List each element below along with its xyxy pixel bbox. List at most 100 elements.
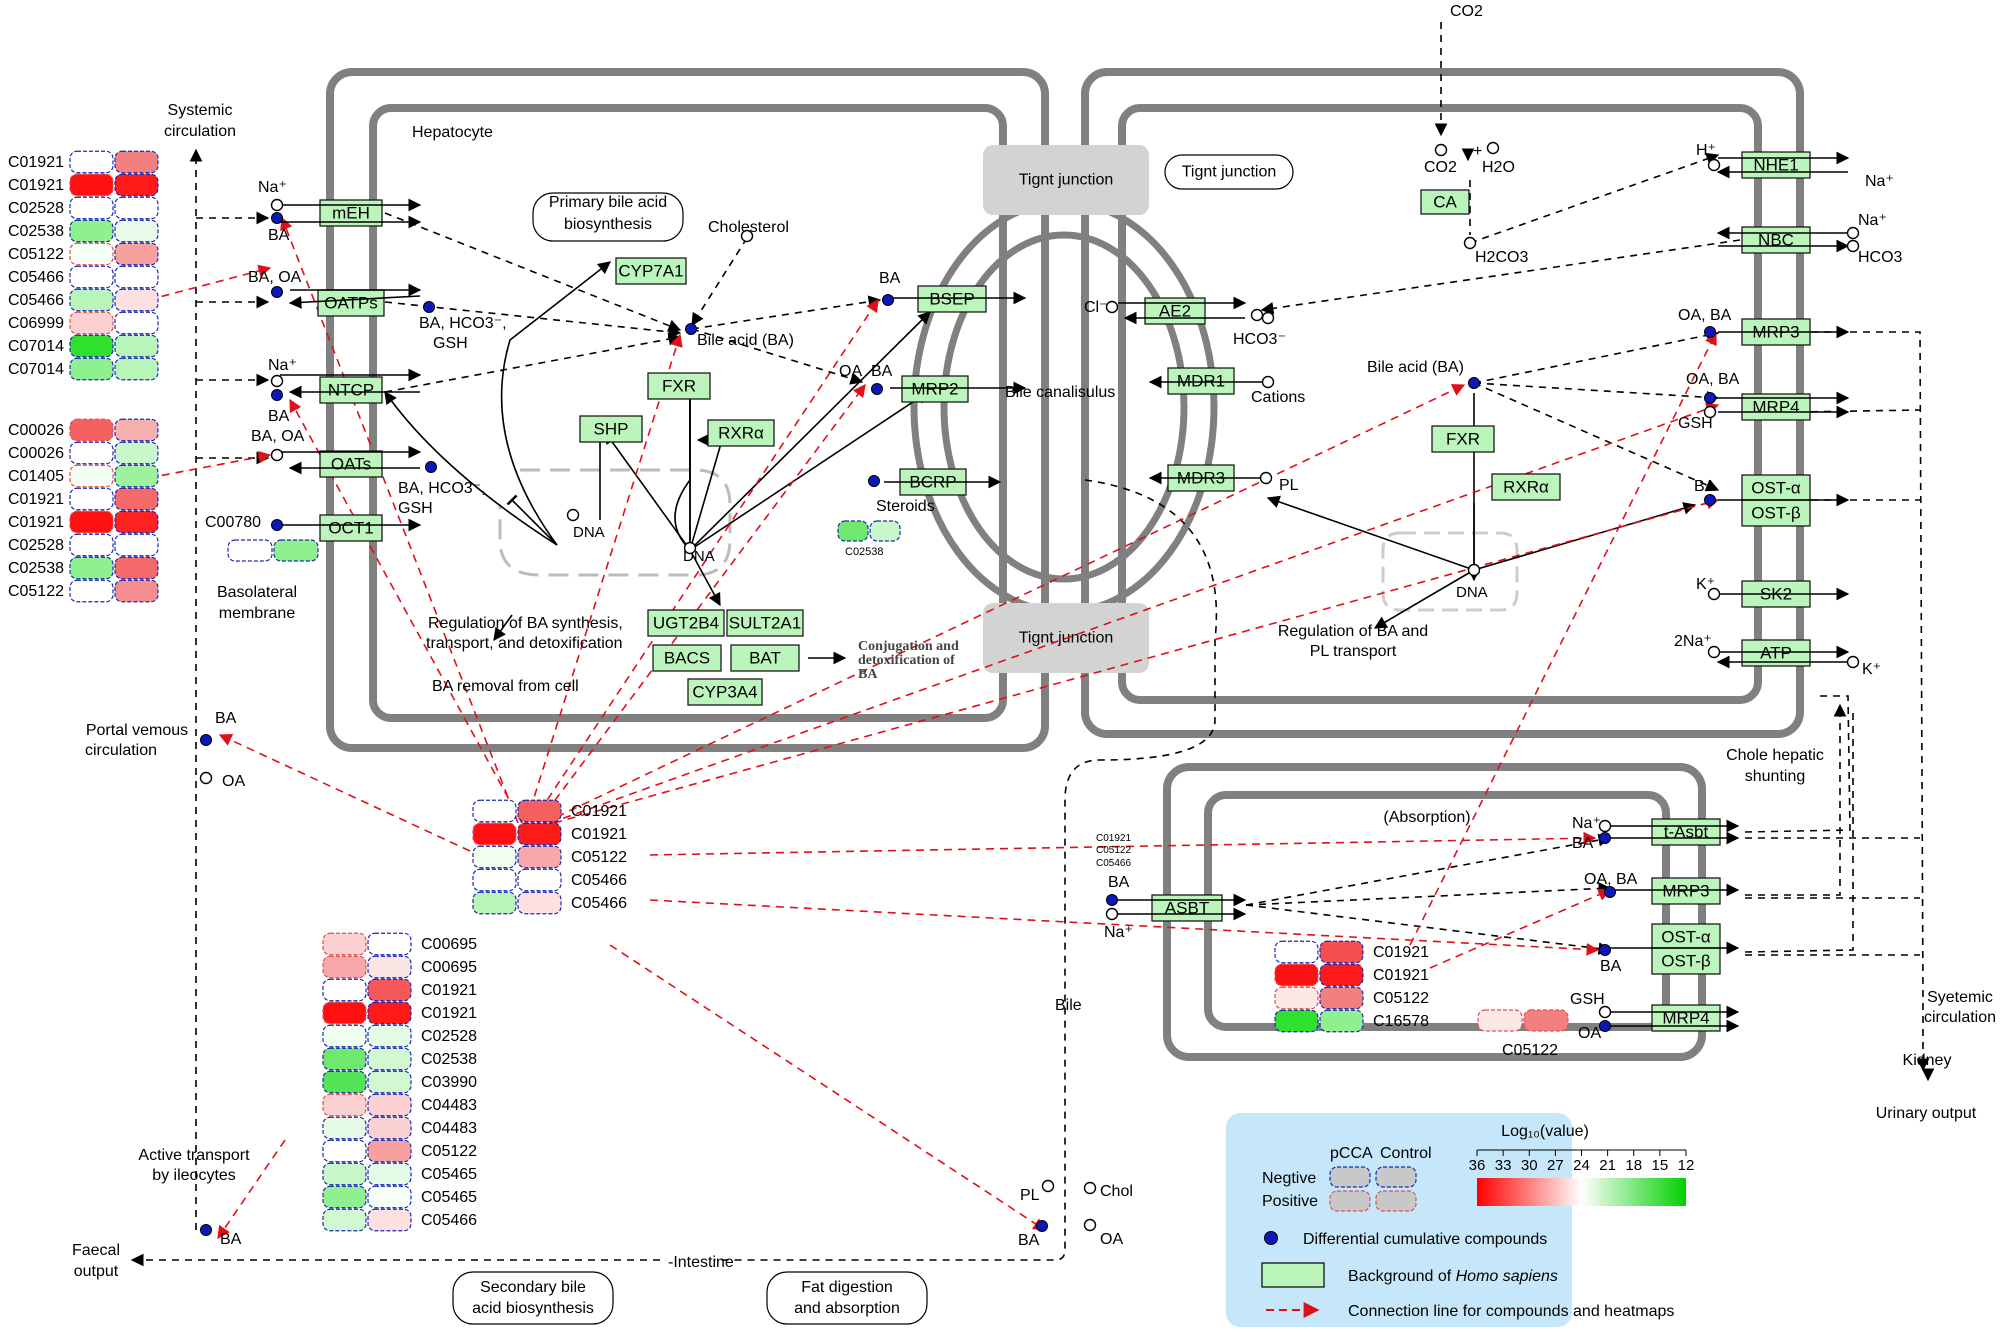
heatmap-cell-neg xyxy=(69,173,114,197)
h-plus-label: H⁺ xyxy=(1696,142,1716,159)
heatmap-cell-pos xyxy=(1319,986,1364,1010)
gene-label: FXR xyxy=(1446,430,1480,449)
legend-positive: Positive xyxy=(1262,1193,1318,1210)
legend-tick-label: 33 xyxy=(1495,1157,1512,1174)
h2o-label: H2O xyxy=(1482,159,1515,176)
gene-sult2a1: SULT2A1 xyxy=(726,609,804,637)
co2-label-top: CO2 xyxy=(1450,3,1483,20)
gene-label: CYP3A4 xyxy=(692,683,757,702)
gene-label: ASBT xyxy=(1165,899,1209,918)
heatmap-cell-pos xyxy=(1523,1009,1569,1032)
heatmap-cell-pos xyxy=(517,799,562,823)
gene-box xyxy=(647,609,725,637)
gene-label: OST-β xyxy=(1751,504,1801,523)
gene-ost-a: OST-α xyxy=(1741,474,1811,502)
heatmap-cell-neg xyxy=(69,579,114,603)
heatmap-row-label: C05465 xyxy=(421,1189,477,1206)
gene-label: BACS xyxy=(664,649,710,668)
heatmap-c05122: C05122 xyxy=(1477,1009,1569,1059)
heatmap-cell-pos xyxy=(517,845,562,869)
c02538-small-label: C02538 xyxy=(845,546,884,558)
gene-nbc: NBC xyxy=(1741,226,1811,254)
regulation-label-1: Regulation of BA synthesis, xyxy=(428,615,623,632)
heatmap-row-label: C03990 xyxy=(421,1074,477,1091)
heatmap-cell-neg xyxy=(69,219,114,243)
legend-background: Background of Homo sapiens xyxy=(1348,1268,1558,1285)
chole-label-1: Chole hepatic xyxy=(1726,747,1824,764)
gene-label: ATP xyxy=(1760,644,1792,663)
conjugation-label-3: BA xyxy=(858,667,878,682)
heatmap-cell-neg xyxy=(1274,963,1319,987)
heatmap-cell-neg xyxy=(322,1162,367,1186)
gene-label: OCT1 xyxy=(328,519,373,538)
gene-box xyxy=(1651,818,1721,846)
gene-box xyxy=(917,285,987,313)
primary-bab-label-2: biosynthesis xyxy=(564,216,652,233)
heatmap-row-label: C05466 xyxy=(8,292,64,309)
gene-box xyxy=(901,375,969,403)
heatmap-cell-neg xyxy=(322,1185,367,1209)
gene-ugt2b4: UGT2B4 xyxy=(647,609,725,637)
gene-ost-b: OST-β xyxy=(1741,499,1811,527)
heatmap-cell-pos xyxy=(1319,1009,1364,1033)
asbt-list-3: C05466 xyxy=(1096,858,1131,869)
portal-label-2: circulation xyxy=(85,742,157,759)
gene-box xyxy=(726,609,804,637)
gene-label: NTCP xyxy=(328,381,374,400)
gene-label: UGT2B4 xyxy=(653,614,719,633)
gene-label: SULT2A1 xyxy=(729,614,801,633)
ba-label-intestine: BA xyxy=(1018,1232,1040,1249)
transporter-lines xyxy=(280,151,1850,1033)
cations-label: Cations xyxy=(1251,389,1305,406)
heatmap-cell-pos xyxy=(367,1139,412,1163)
gene-label: MRP2 xyxy=(911,380,958,399)
gene-box xyxy=(1741,151,1811,179)
oa-ba-label-mrp3: OA, BA xyxy=(1678,307,1732,324)
hco3-gsh-3: BA, HCO3⁻, xyxy=(398,480,486,497)
hco3-label-nbc: HCO3 xyxy=(1858,249,1903,266)
legend-negtive: Negtive xyxy=(1262,1170,1316,1187)
gene-label: OATs xyxy=(331,455,371,474)
legend-connection: Connection line for compounds and heatma… xyxy=(1348,1303,1674,1320)
heatmap-cell-neg xyxy=(322,955,367,979)
heatmap-cell-neg xyxy=(69,464,114,488)
heatmap-row-label: C05465 xyxy=(421,1166,477,1183)
heatmap-cell-neg xyxy=(322,1001,367,1025)
gene-mdr1: MDR1 xyxy=(1167,367,1235,395)
ba-label-mrp2: BA xyxy=(871,363,893,380)
gene-oct1: OCT1 xyxy=(319,514,383,542)
dashed-nuclei xyxy=(498,468,1519,612)
legend-control: Control xyxy=(1380,1145,1432,1162)
heatmap-row-label: C06999 xyxy=(8,315,64,332)
heatmap-row-label: C05466 xyxy=(8,269,64,286)
gene-label: OST-β xyxy=(1661,952,1711,971)
heatmap-cell-pos xyxy=(114,288,159,312)
heatmap-row-label: C05122 xyxy=(8,246,64,263)
heatmap-row-label: C05122 xyxy=(1502,1042,1558,1059)
gene-label: RXRα xyxy=(718,424,764,443)
bile-canaliculus-label: Bile canalisulus xyxy=(1005,384,1115,401)
heatmap-cell-neg xyxy=(1274,1009,1319,1033)
heatmap-row-label: C05122 xyxy=(1373,990,1429,1007)
metabolite-nodes xyxy=(199,141,1860,1236)
heatmap-cell-neg xyxy=(322,1116,367,1140)
heatmap-c00780 xyxy=(227,539,319,562)
heatmap-cell-neg xyxy=(69,288,114,312)
pl-label: PL xyxy=(1279,477,1299,494)
na-label-nhe1: Na⁺ xyxy=(1865,173,1894,190)
ba-label-ost: BA xyxy=(1694,478,1716,495)
reg-ba-pl-label-2: PL transport xyxy=(1310,643,1397,660)
gene-ntcp: NTCP xyxy=(319,376,383,404)
heatmap-cell-neg xyxy=(69,487,114,511)
gene-mrp2: MRP2 xyxy=(901,375,969,403)
heatmap-cell-neg xyxy=(322,978,367,1002)
heatmap-row-label: C01921 xyxy=(571,826,627,843)
heatmap-cell-neg xyxy=(472,799,517,823)
legend: pCCA Control Negtive Positive Log₁₀(valu… xyxy=(1226,1113,1694,1327)
heatmap-cell-neg xyxy=(69,311,114,335)
ba-oa-label-oatps: BA, OA xyxy=(248,269,302,286)
heatmap-row-label: C00695 xyxy=(421,936,477,953)
heatmap-row-label: C05466 xyxy=(421,1212,477,1229)
gene-ae2: AE2 xyxy=(1144,297,1206,325)
legend-diff-compounds: Differential cumulative compounds xyxy=(1303,1231,1547,1248)
